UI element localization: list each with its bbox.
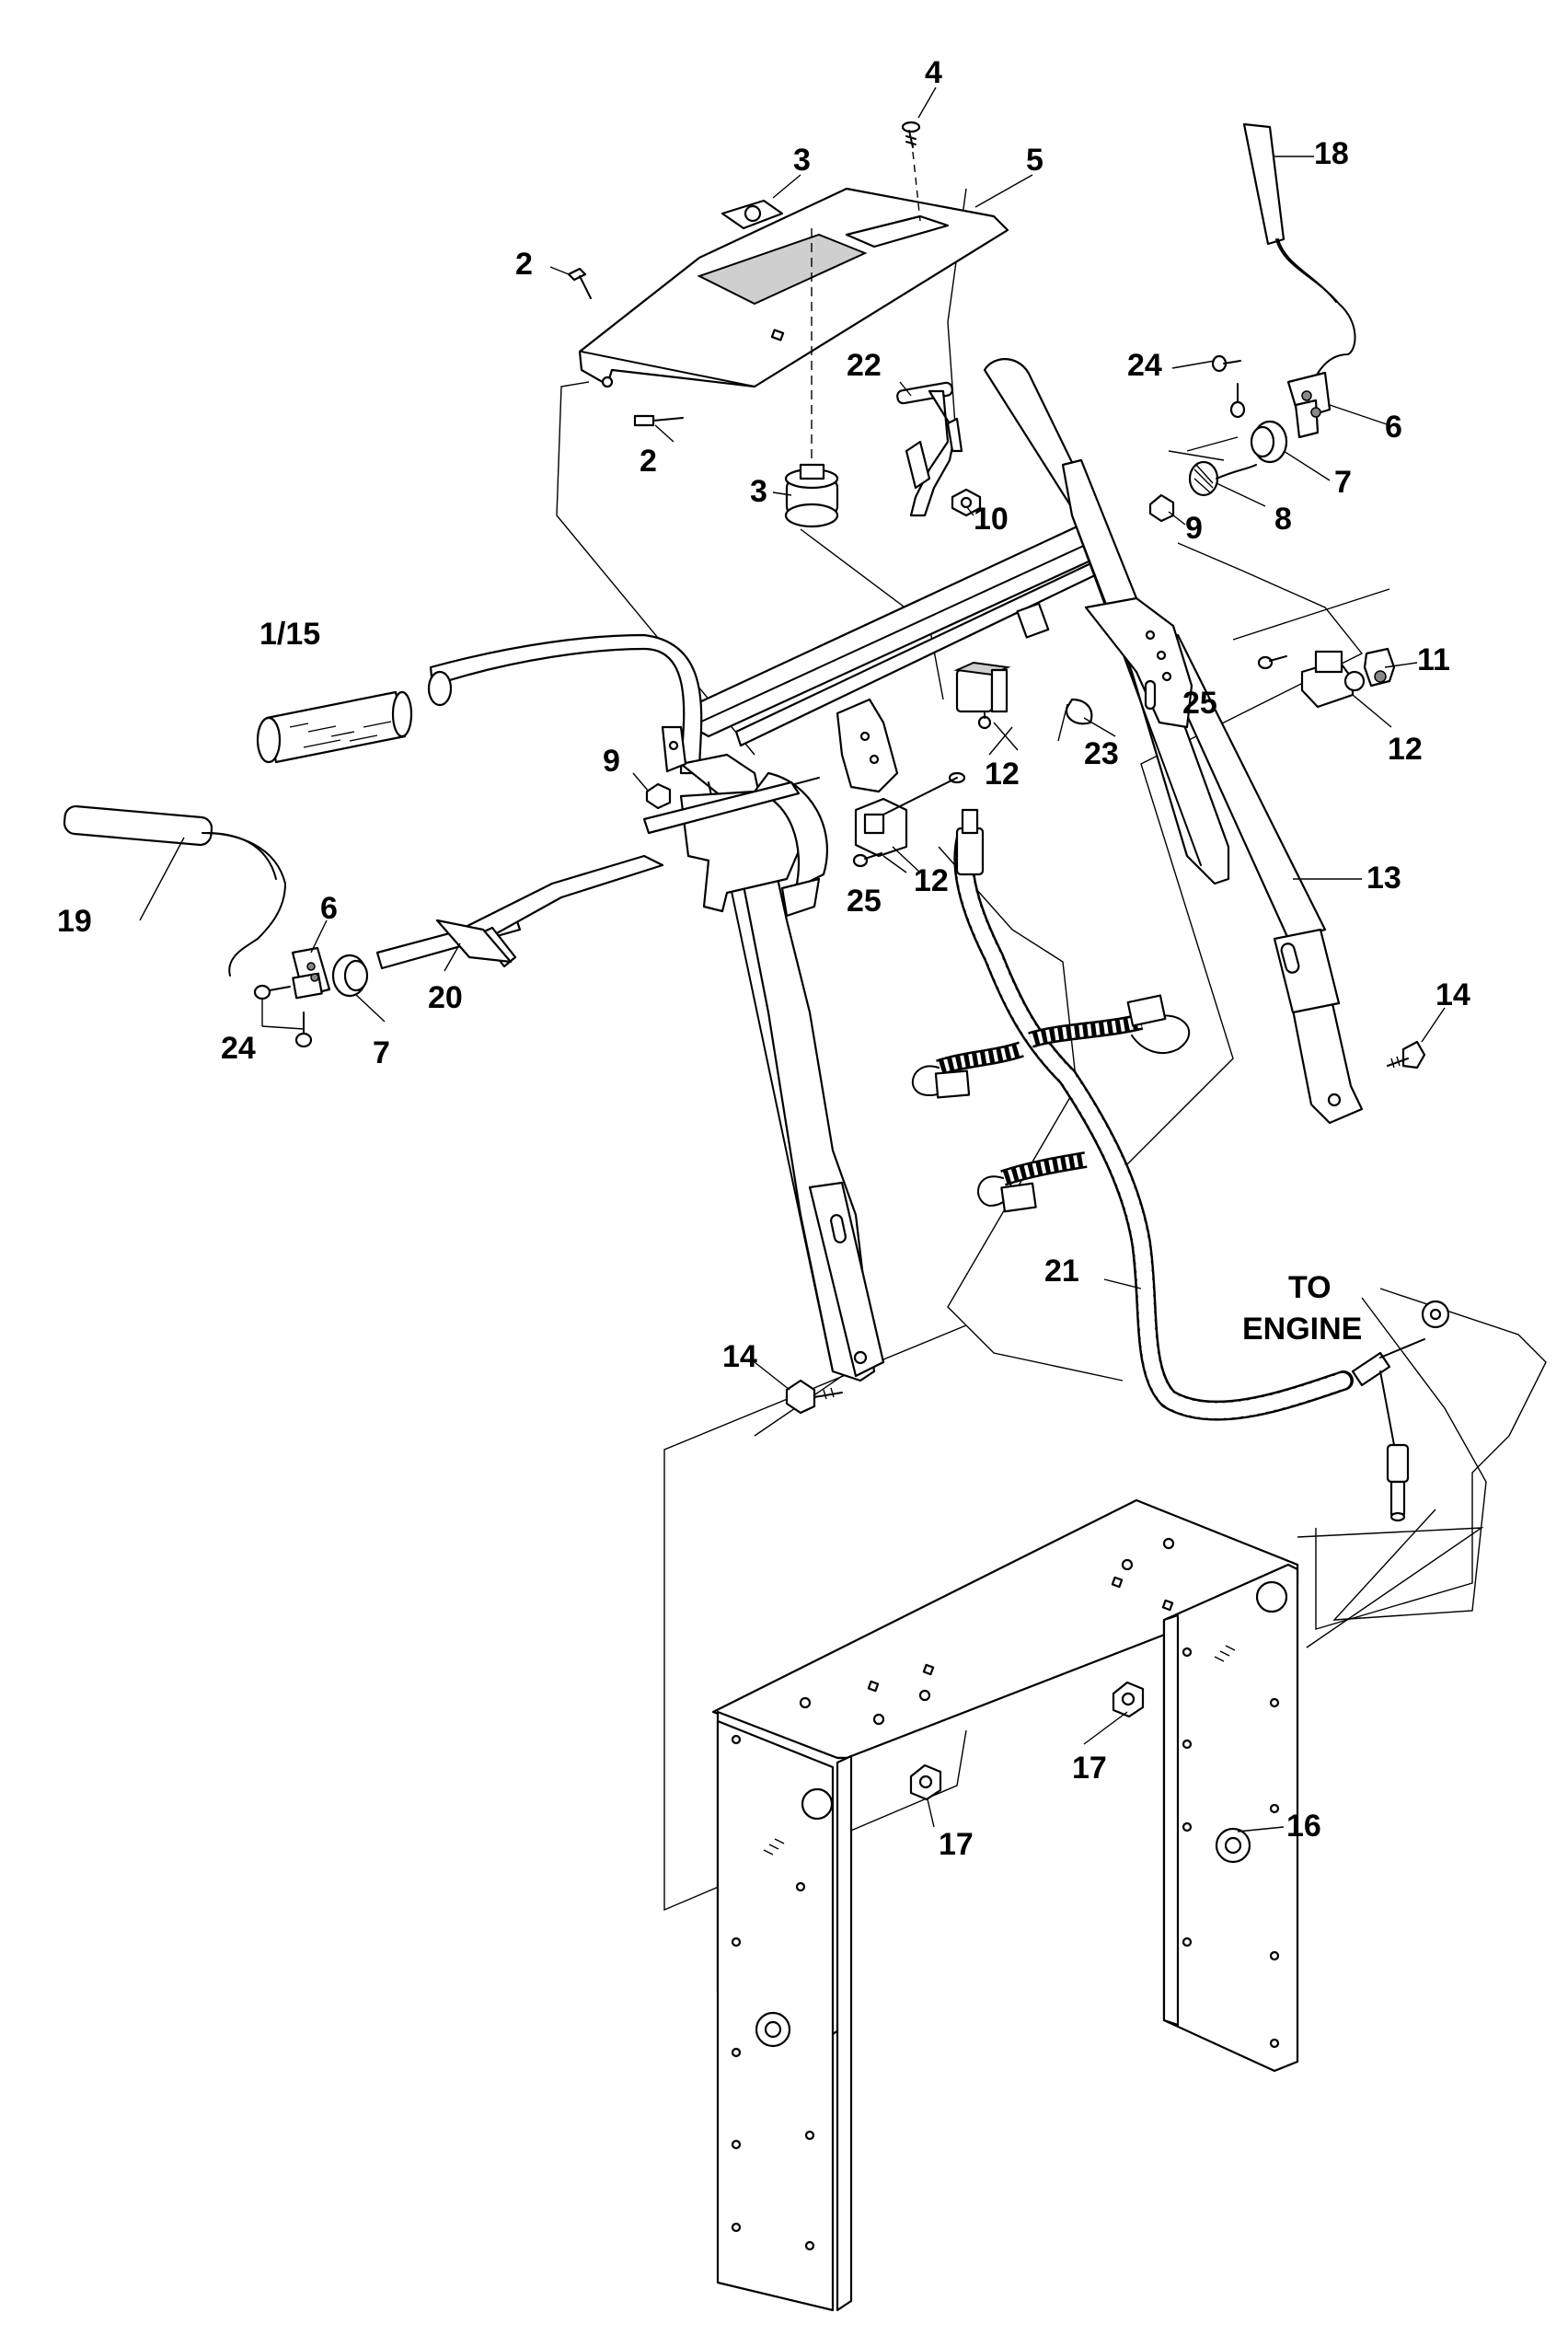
clip-11	[1363, 647, 1396, 688]
lever-18	[1242, 122, 1356, 406]
callout-12-right: 12	[1388, 732, 1423, 767]
callout-14-left: 14	[722, 1339, 757, 1374]
callout-11: 11	[1417, 642, 1450, 677]
callout-3-bottom: 3	[750, 474, 767, 509]
switch-6-right	[1286, 371, 1332, 439]
clamp-23	[1057, 698, 1093, 742]
label-leaders	[139, 87, 1446, 1833]
callout-3-top: 3	[793, 143, 811, 178]
screw-25-right	[1257, 655, 1287, 670]
callout-9-left: 9	[603, 744, 620, 779]
left-handle	[256, 633, 885, 1382]
switch-6-left	[291, 946, 331, 1000]
relay-12-a	[953, 661, 1011, 730]
callout-22: 22	[847, 348, 882, 383]
callout-4: 4	[925, 55, 942, 90]
callout-21: 21	[1044, 1254, 1079, 1289]
callout-25-right: 25	[1182, 686, 1217, 721]
ignition-switch	[784, 228, 839, 528]
relay-12-b	[854, 771, 966, 858]
lever-19	[63, 804, 286, 977]
callout-25-left: 25	[847, 884, 882, 919]
callout-8: 8	[1274, 502, 1292, 537]
callout-10: 10	[974, 502, 1009, 537]
callout-14-right: 14	[1435, 977, 1470, 1012]
relay-bracket	[836, 698, 899, 793]
screws-2	[567, 267, 684, 427]
throttle-lever-22	[896, 381, 963, 517]
relay-12-c	[1300, 650, 1366, 709]
callout-9-right: 9	[1185, 511, 1203, 546]
callout-18: 18	[1314, 136, 1349, 171]
callout-2-bottom: 2	[640, 444, 657, 479]
callout-12-left: 12	[914, 863, 949, 898]
callout-20: 20	[428, 980, 463, 1015]
screw-4	[901, 121, 921, 222]
nut-9-left	[645, 782, 672, 810]
bushing-7-left	[331, 954, 369, 998]
handle-frame	[684, 358, 1364, 1125]
callout-1-15: 1/15	[259, 617, 320, 652]
callout-12-center: 12	[985, 757, 1020, 792]
callout-19: 19	[57, 904, 92, 939]
bolt-14-left	[785, 1379, 843, 1415]
callout-6-left: 6	[320, 891, 338, 926]
ignition-key-part	[721, 199, 784, 230]
callout-7-right: 7	[1334, 465, 1352, 500]
callout-16: 16	[1286, 1809, 1321, 1844]
callout-24-right: 24	[1127, 348, 1162, 383]
nut-17-a	[763, 1763, 942, 1856]
callout-2-top: 2	[515, 247, 533, 282]
callout-6-right: 6	[1385, 410, 1402, 445]
bushing-7-right	[1250, 420, 1288, 464]
callout-24-left: 24	[221, 1031, 256, 1066]
engine-note-line1: TO	[1288, 1270, 1332, 1305]
callout-7-left: 7	[373, 1035, 390, 1070]
callout-13: 13	[1366, 861, 1401, 896]
engine-note-line2: ENGINE	[1242, 1312, 1362, 1347]
screws-24-right	[1211, 354, 1246, 419]
screw-25-left	[852, 852, 882, 868]
callout-17-left: 17	[939, 1827, 974, 1862]
wiring-harness-21	[912, 808, 1450, 1522]
callout-23: 23	[1084, 736, 1119, 771]
shaft-20	[375, 777, 820, 970]
callout-labels: 4 3 5 18 2 22 24 6 2 3 10 7 9 8 1/15 11 …	[57, 55, 1470, 1862]
bolt-14-right	[1387, 1040, 1426, 1069]
screws-24-left	[253, 984, 313, 1048]
engine-bracket-16	[711, 1498, 1299, 2312]
nut-17-b	[1112, 1645, 1236, 1718]
callout-5: 5	[1026, 143, 1043, 178]
control-panel	[578, 187, 1009, 388]
nut-9-right	[1148, 493, 1175, 523]
callout-17-right: 17	[1072, 1751, 1107, 1786]
spring-8	[1188, 460, 1257, 497]
